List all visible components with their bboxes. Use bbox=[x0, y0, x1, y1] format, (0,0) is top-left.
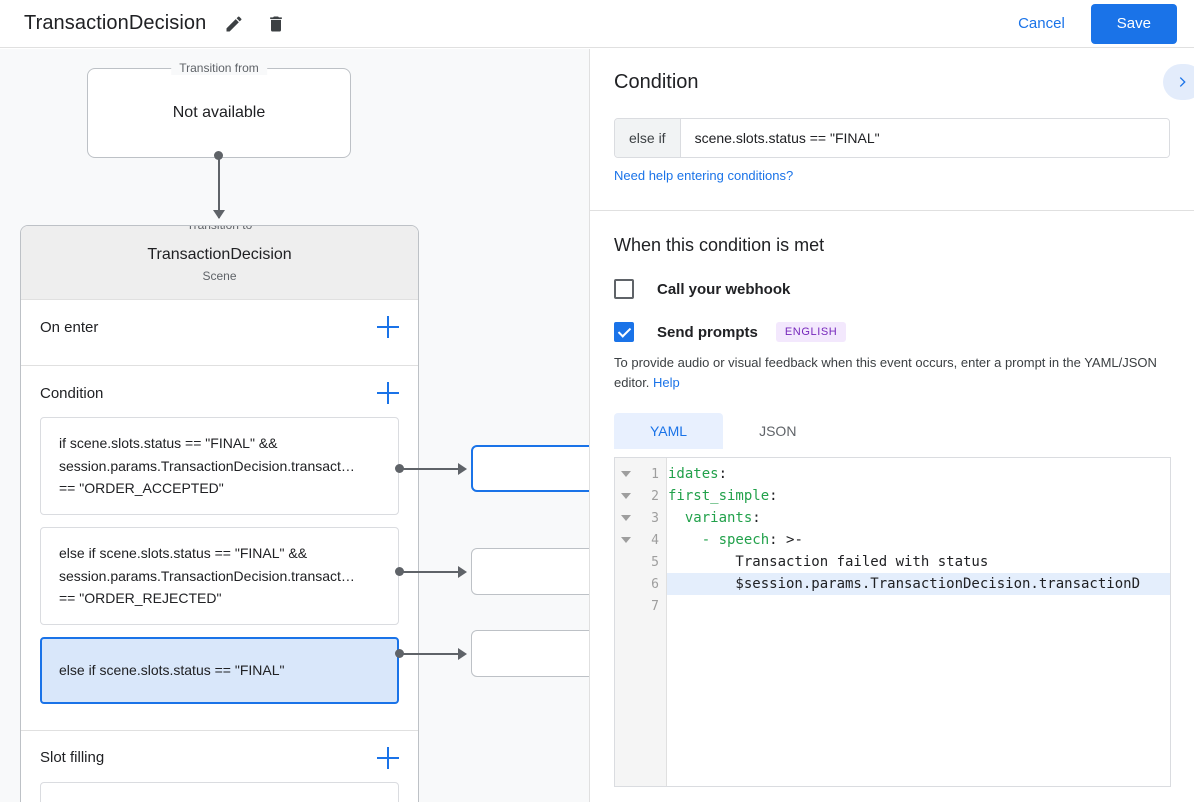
connector-arrow bbox=[213, 210, 225, 219]
code-line: Transaction failed with status bbox=[668, 554, 989, 571]
fold-arrow-icon[interactable] bbox=[621, 515, 631, 522]
call-webhook-label: Call your webhook bbox=[657, 280, 791, 298]
section-header-on-enter: On enter bbox=[21, 300, 418, 351]
condition-line: if scene.slots.status == "FINAL" && bbox=[59, 435, 278, 451]
edge-line bbox=[400, 653, 462, 655]
send-prompts-row[interactable]: Send prompts ENGLISH bbox=[614, 322, 1170, 342]
scene-name: TransactionDecision bbox=[147, 246, 292, 263]
edge-dot bbox=[395, 567, 404, 576]
connector-dot bbox=[214, 151, 223, 160]
target-node-rejected[interactable] bbox=[471, 548, 589, 595]
edge-dot bbox=[395, 649, 404, 658]
condition-line: == "ORDER_REJECTED" bbox=[59, 590, 222, 607]
scene-type: Scene bbox=[202, 269, 237, 283]
scene-card: Transition to TransactionDecision Scene … bbox=[20, 225, 419, 802]
trash-icon[interactable] bbox=[262, 10, 290, 38]
condition-expression-input[interactable] bbox=[680, 119, 1169, 157]
slot-validation-item[interactable]: Slot validation bbox=[40, 781, 399, 802]
line-number: 4 bbox=[615, 529, 666, 551]
target-node-final[interactable] bbox=[471, 630, 589, 677]
prompt-hint-body: To provide audio or visual feedback when… bbox=[614, 355, 1157, 391]
condition-expression-row: else if bbox=[614, 118, 1170, 158]
save-button[interactable]: Save bbox=[1090, 3, 1177, 44]
code-line: idates: bbox=[668, 466, 728, 483]
code-line: variants: bbox=[684, 510, 761, 527]
code-line: first_simple: bbox=[668, 488, 778, 505]
edge-arrow bbox=[458, 566, 467, 578]
chevron-right-icon[interactable] bbox=[1163, 64, 1194, 100]
edge-line bbox=[400, 571, 462, 573]
add-on-enter-button[interactable] bbox=[377, 316, 399, 338]
edge-line bbox=[400, 468, 462, 470]
code-line: $session.params.TransactionDecision.tran… bbox=[667, 573, 1170, 596]
edge-arrow bbox=[458, 463, 467, 475]
condition-item[interactable]: else if scene.slots.status == "FINAL" &&… bbox=[40, 527, 399, 626]
condition-prefix-label: else if bbox=[615, 119, 681, 157]
line-number: 6 bbox=[651, 576, 659, 592]
scene-card-header: Transition to TransactionDecision Scene bbox=[21, 225, 418, 299]
tab-yaml[interactable]: YAML bbox=[614, 413, 724, 450]
section-slot-filling: Slot filling Slot validation bbox=[21, 729, 418, 802]
code-line bbox=[667, 595, 1170, 617]
transition-from-legend: Transition from bbox=[171, 61, 267, 75]
section-header-slot-filling: Slot filling bbox=[21, 731, 418, 782]
send-prompts-checkbox[interactable] bbox=[614, 322, 634, 342]
fold-arrow-icon[interactable] bbox=[621, 493, 631, 500]
need-help-conditions-link[interactable]: Need help entering conditions? bbox=[614, 168, 794, 183]
line-number: 7 bbox=[651, 598, 659, 614]
line-number: 2 bbox=[615, 485, 666, 507]
condition-line: else if scene.slots.status == "FINAL" && bbox=[59, 545, 308, 562]
add-slot-filling-button[interactable] bbox=[377, 746, 399, 769]
section-condition: Condition if scene.slots.status == "FINA… bbox=[21, 365, 418, 730]
connector-line bbox=[218, 156, 220, 218]
edge-arrow bbox=[458, 648, 467, 660]
line-number: 1 bbox=[615, 463, 666, 485]
section-on-enter: On enter bbox=[21, 299, 418, 365]
condition-line: session.params.TransactionDecision.trans… bbox=[59, 567, 355, 584]
condition-line: == "ORDER_ACCEPTED" bbox=[59, 480, 224, 497]
condition-line: else if scene.slots.status == "FINAL" bbox=[59, 662, 285, 679]
section-title-slot-filling: Slot filling bbox=[40, 749, 105, 767]
language-badge: ENGLISH bbox=[775, 322, 847, 342]
transition-from-card: Transition from Not available bbox=[87, 61, 351, 158]
help-link[interactable]: Help bbox=[653, 375, 680, 391]
fold-arrow-icon[interactable] bbox=[621, 471, 631, 478]
edge-dot bbox=[395, 464, 404, 473]
section-title-condition: Condition bbox=[40, 384, 104, 402]
line-number: 5 bbox=[651, 554, 659, 570]
target-node-accepted[interactable] bbox=[471, 445, 589, 492]
line-number: 3 bbox=[615, 507, 666, 529]
webhook-row[interactable]: Call your webhook bbox=[614, 279, 1170, 299]
scene-graph-pane: Transition from Not available Transition… bbox=[0, 49, 589, 802]
section-divider bbox=[590, 210, 1194, 211]
detail-header: Condition bbox=[590, 49, 1194, 100]
section-title-on-enter: On enter bbox=[40, 318, 99, 336]
section-header-condition: Condition bbox=[21, 366, 418, 417]
call-webhook-checkbox[interactable] bbox=[614, 279, 634, 299]
when-condition-met-section: When this condition is met Call your web… bbox=[590, 211, 1194, 788]
transition-to-legend: Transition to bbox=[178, 225, 261, 232]
page-title: TransactionDecision bbox=[24, 12, 207, 34]
pencil-icon[interactable] bbox=[220, 10, 248, 38]
add-condition-button[interactable] bbox=[377, 382, 399, 404]
editor-format-tabs: YAML JSON bbox=[614, 413, 1170, 450]
code-line: - speech: >- bbox=[701, 532, 803, 549]
cancel-button[interactable]: Cancel bbox=[1004, 7, 1079, 40]
fold-arrow-icon[interactable] bbox=[621, 537, 631, 544]
top-app-bar: TransactionDecision Cancel Save bbox=[0, 0, 1194, 48]
tab-json[interactable]: JSON bbox=[759, 423, 797, 440]
condition-item[interactable]: if scene.slots.status == "FINAL" && sess… bbox=[40, 417, 399, 516]
condition-line: session.params.TransactionDecision.trans… bbox=[59, 457, 355, 474]
send-prompts-label: Send prompts bbox=[657, 323, 758, 341]
detail-heading: Condition bbox=[614, 71, 699, 93]
condition-item-selected[interactable]: else if scene.slots.status == "FINAL" bbox=[40, 637, 399, 704]
condition-detail-pane: Condition else if Need help entering con… bbox=[589, 49, 1194, 802]
prompt-hint-text: To provide audio or visual feedback when… bbox=[614, 353, 1170, 393]
when-met-heading: When this condition is met bbox=[614, 235, 825, 255]
editor-code-area[interactable]: idates: first_simple: variants: - speech:… bbox=[667, 458, 1170, 786]
transition-from-value: Not available bbox=[172, 104, 266, 121]
